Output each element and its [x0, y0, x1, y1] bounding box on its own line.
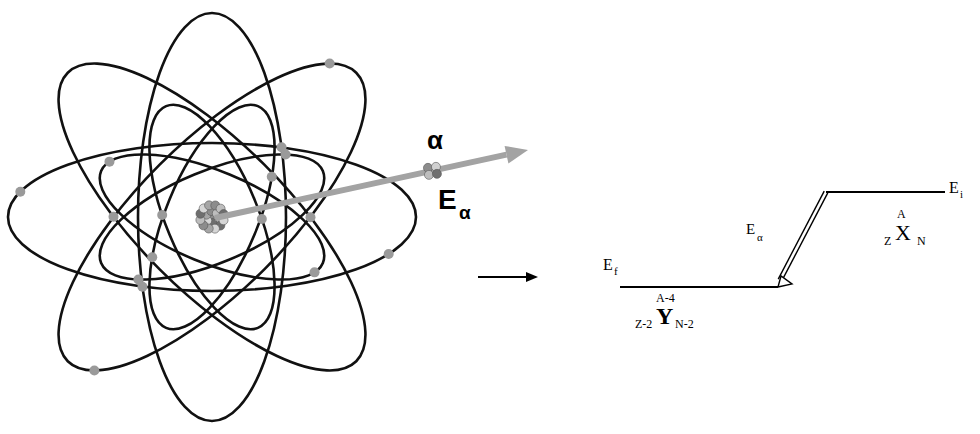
level-symbol: E — [949, 180, 959, 196]
final-level — [620, 286, 778, 288]
electron — [310, 267, 320, 277]
decay-line — [778, 191, 824, 279]
element-symbol: X — [895, 222, 911, 244]
electron — [157, 210, 167, 220]
decay-line — [782, 193, 828, 281]
energy-subscript: α — [459, 203, 471, 222]
atomic-number: Z — [884, 235, 891, 247]
energy-symbol: E — [438, 186, 457, 214]
electron-orbit — [124, 89, 301, 346]
electron-orbit — [84, 129, 341, 306]
decay-arrowhead — [778, 276, 792, 287]
alpha-arrowhead — [505, 146, 528, 164]
nucleon — [424, 170, 433, 179]
electron — [384, 249, 394, 259]
electron-orbit — [84, 129, 341, 306]
energy-symbol: E — [746, 222, 755, 237]
electron — [147, 252, 157, 262]
electron-orbit — [15, 20, 408, 413]
transition-arrow — [478, 276, 528, 278]
electron — [108, 212, 118, 222]
electron-orbit — [124, 89, 301, 346]
initial-level — [826, 191, 945, 193]
electron — [89, 365, 99, 375]
electron-orbit — [138, 13, 286, 421]
orbits — [8, 13, 416, 421]
level-subscript: f — [614, 266, 618, 277]
mass-number: A-4 — [656, 292, 675, 304]
element-symbol: Y — [656, 304, 673, 328]
particle-symbol: α — [427, 127, 443, 153]
electron — [15, 187, 25, 197]
energy-subscript: α — [757, 232, 763, 243]
transition-arrowhead — [526, 272, 538, 282]
electron-orbit — [15, 20, 408, 413]
electron — [325, 59, 335, 69]
nucleon — [432, 169, 441, 178]
level-subscript: i — [960, 189, 963, 200]
neutron-number: N-2 — [675, 318, 694, 330]
electron — [306, 212, 316, 222]
neutron-number: N — [917, 235, 926, 247]
atomic-number: Z-2 — [635, 318, 652, 330]
electrons — [15, 59, 393, 376]
level-symbol: E — [603, 257, 613, 273]
electron — [257, 214, 267, 224]
electron — [133, 274, 143, 284]
alpha-particle — [423, 162, 441, 179]
mass-number: A — [897, 208, 906, 220]
electron — [267, 172, 277, 182]
electron-orbit — [8, 143, 416, 291]
electron — [104, 157, 114, 167]
electron — [281, 150, 291, 160]
